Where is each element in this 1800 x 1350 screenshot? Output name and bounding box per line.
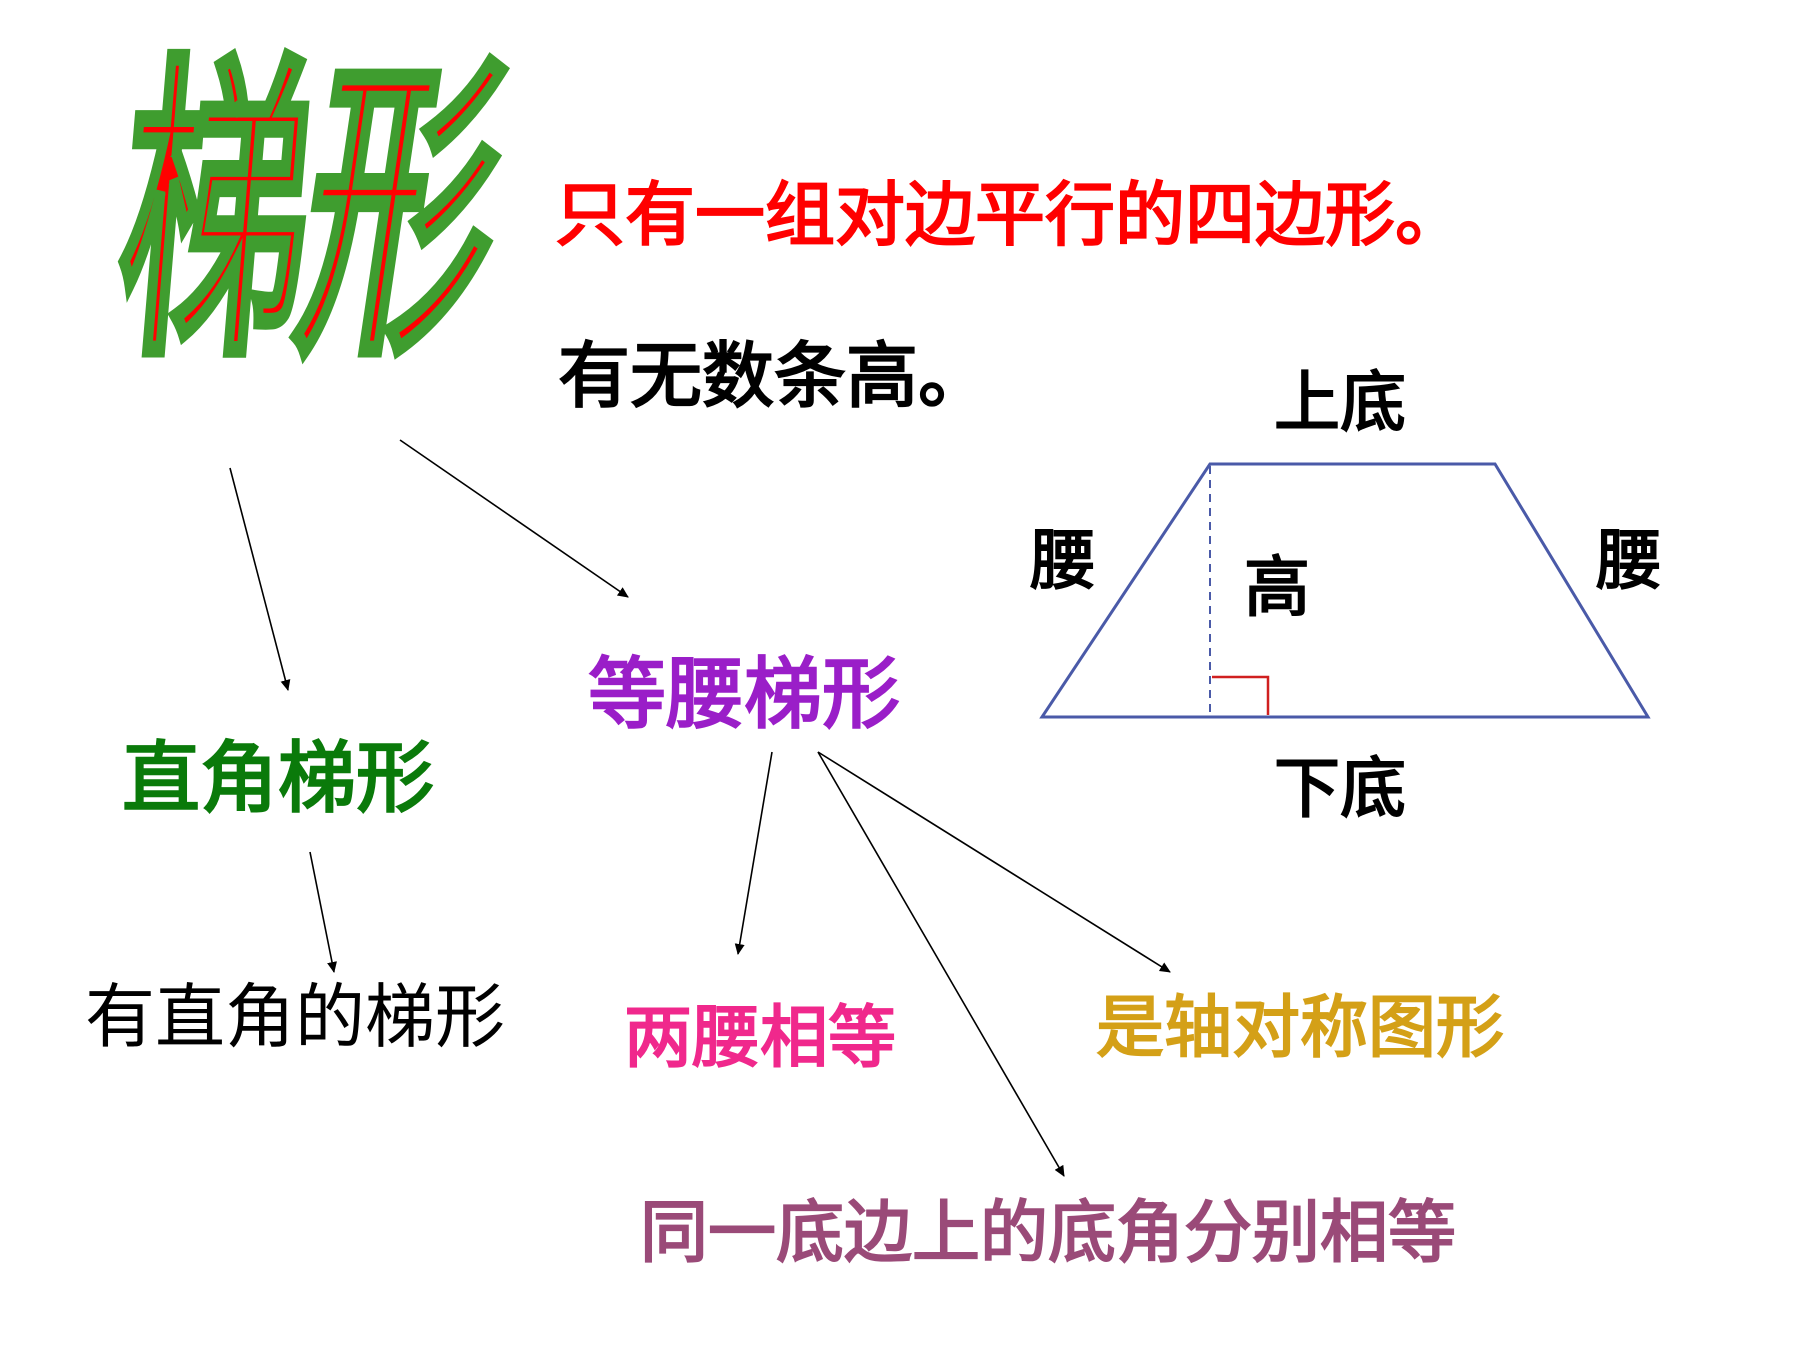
right-trapezoid-property: 有直角的梯形 bbox=[85, 976, 505, 1058]
property-equal-legs: 两腰相等 bbox=[624, 999, 897, 1078]
arrow-isosceles-to-symmetric bbox=[817, 751, 1171, 973]
property-symmetric: 是轴对称图形 bbox=[1096, 989, 1505, 1068]
arrow-title-to-right-trapezoid bbox=[229, 467, 291, 691]
isosceles-trapezoid-name: 等腰梯形 bbox=[588, 650, 901, 740]
right-angle-marker bbox=[1212, 675, 1270, 715]
arrow-right-trapezoid-to-property bbox=[309, 851, 337, 973]
label-bottom-base: 下底 bbox=[1274, 750, 1406, 827]
heights-note: 有无数条高。 bbox=[558, 334, 991, 418]
arrow-isosceles-to-equal-legs bbox=[734, 751, 773, 955]
title: 梯 形 bbox=[88, 29, 526, 445]
trapezoid-outline bbox=[1039, 462, 1651, 719]
property-base-angles: 同一底边上的底角分别相等 bbox=[640, 1194, 1457, 1273]
label-top-base: 上底 bbox=[1274, 364, 1406, 441]
arrow-title-to-isosceles-trapezoid bbox=[399, 439, 629, 598]
label-height: 高 bbox=[1244, 549, 1310, 626]
right-trapezoid-name: 直角梯形 bbox=[122, 734, 435, 824]
label-leg-left: 腰 bbox=[1030, 522, 1096, 599]
definition-text: 只有一组对边平行的四边形。 bbox=[555, 174, 1465, 256]
label-leg-right: 腰 bbox=[1596, 522, 1662, 599]
arrow-isosceles-to-base-angles bbox=[817, 751, 1065, 1177]
